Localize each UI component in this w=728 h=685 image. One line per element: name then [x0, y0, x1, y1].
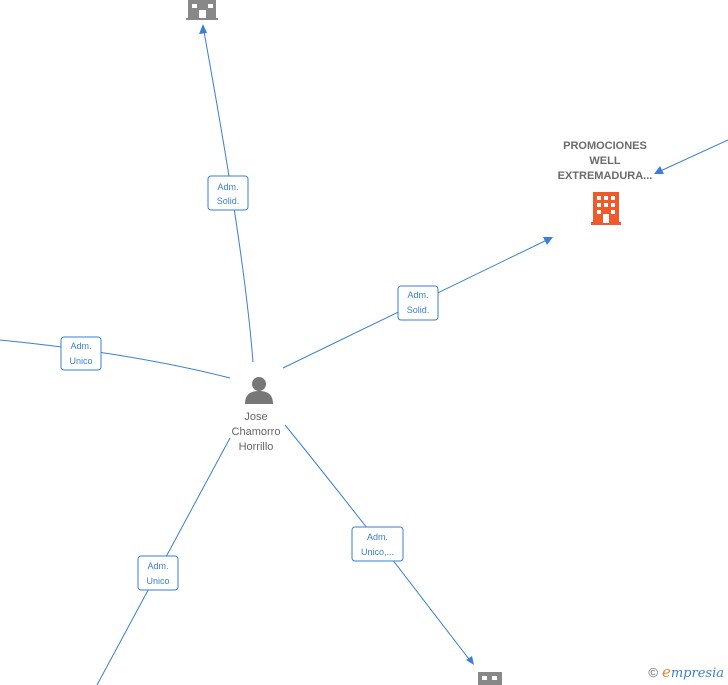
edge-label-line: Adm.: [217, 182, 238, 192]
person-name-line: Chamorro: [231, 426, 281, 438]
building-icon[interactable]: [186, 0, 218, 20]
edge-label-line: Solid.: [407, 305, 430, 315]
building-icon[interactable]: [591, 192, 621, 225]
brand-watermark: ©empresia: [648, 663, 724, 681]
edge-incoming-promociones: [655, 139, 728, 174]
arrowhead: [466, 656, 474, 665]
copyright-symbol: ©: [648, 665, 658, 680]
edge-label: Adm. Unico: [137, 555, 179, 591]
arrowhead: [654, 166, 664, 174]
brand-initial: e: [661, 663, 671, 681]
edge-label: Adm. Solid.: [207, 175, 249, 211]
edge-label: Adm. Solid.: [397, 285, 439, 321]
building-icon[interactable]: [478, 672, 502, 685]
company-label-promociones[interactable]: PROMOCIONES WELL EXTREMADURA...: [540, 139, 670, 184]
edge-label-line: Adm.: [367, 532, 388, 542]
person-name-line: Horrillo: [238, 441, 274, 453]
edge-label-line: Unico: [69, 356, 92, 366]
company-name-line: PROMOCIONES: [563, 140, 647, 152]
edge-to-left-company: [0, 339, 231, 379]
edge-label: Adm. Unico: [60, 336, 102, 371]
person-label[interactable]: Jose Chamorro Horrillo: [216, 410, 296, 455]
edge-label-line: Adm.: [70, 341, 91, 351]
company-name-line: WELL: [589, 155, 621, 167]
edge-label: Adm. Unico,...: [351, 526, 404, 562]
brand-name: mpresia: [670, 666, 724, 681]
edge-label-line: Solid.: [217, 196, 240, 206]
arrowhead: [543, 237, 553, 245]
company-name-line: EXTREMADURA...: [557, 170, 653, 182]
edge-label-line: Unico: [146, 576, 169, 586]
edge-label-line: Unico,...: [361, 547, 394, 557]
arrowhead: [199, 24, 207, 34]
edge-label-line: Adm.: [147, 561, 168, 571]
edge-label-line: Adm.: [407, 290, 428, 300]
person-name-line: Jose: [244, 411, 268, 423]
person-icon[interactable]: [245, 377, 273, 404]
